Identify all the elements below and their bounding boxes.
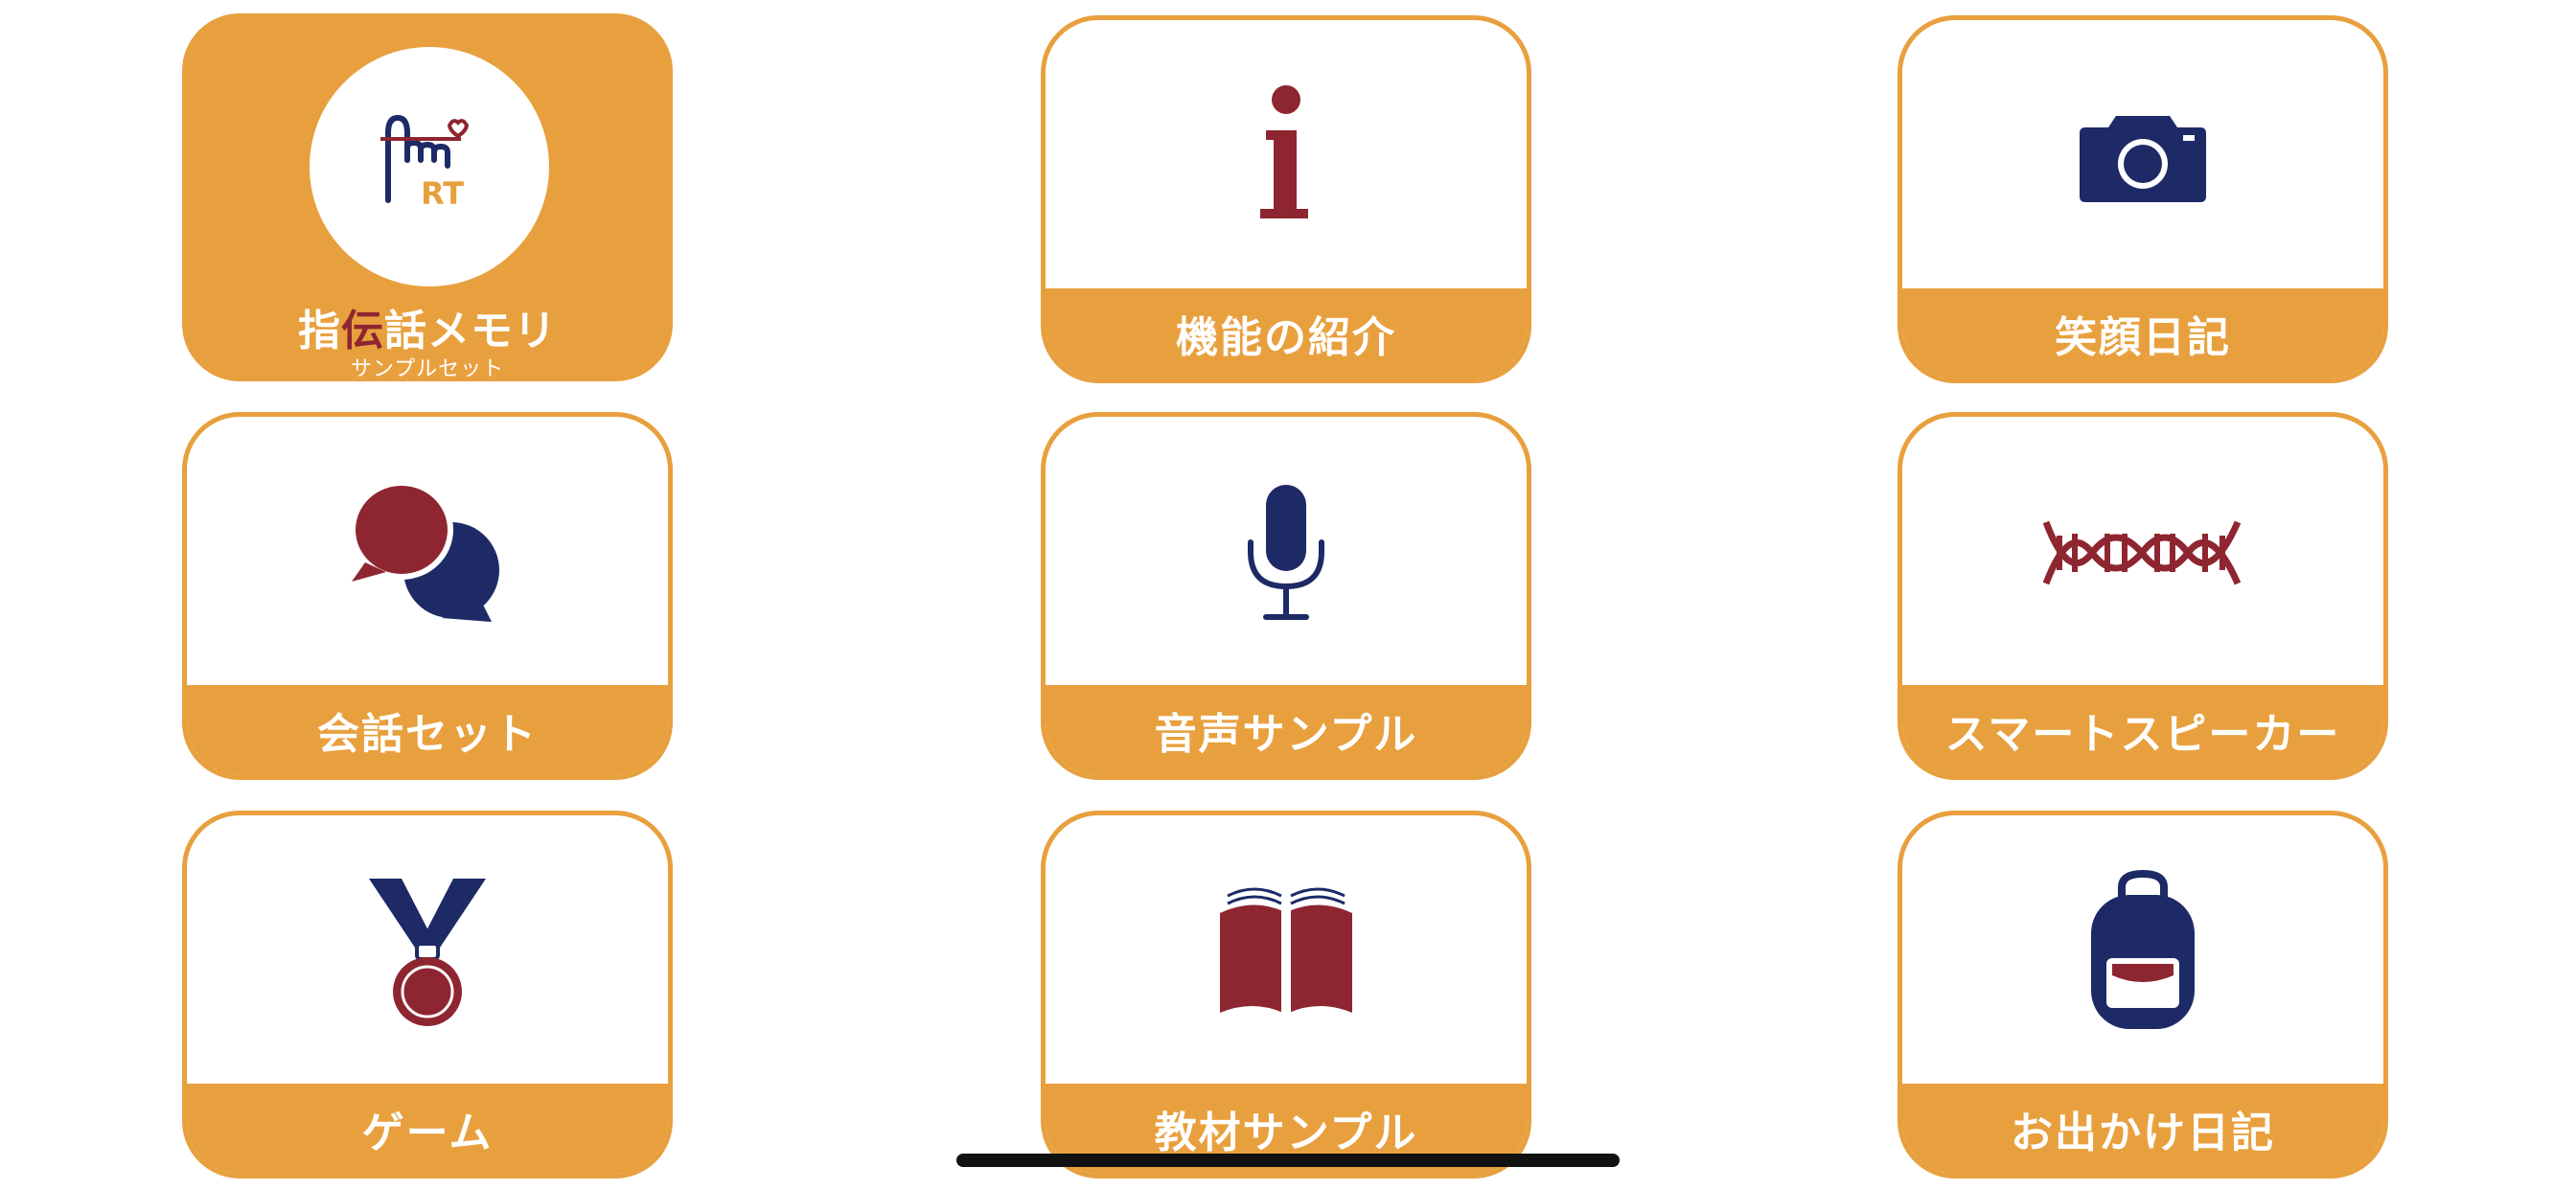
backpack-icon — [2091, 870, 2195, 1029]
app-logo: RT — [310, 47, 549, 286]
tile-label: 会話セット — [187, 685, 668, 775]
tile-label: 笑顔日記 — [1902, 288, 2383, 378]
tile-feature-intro[interactable]: 機能の紹介 — [1041, 15, 1531, 383]
logo-text: RT — [421, 175, 464, 212]
tile-title: 指伝話メモリ — [298, 307, 557, 355]
tile-label: スマートスピーカー — [1902, 685, 2383, 775]
tile-label: お出かけ日記 — [1902, 1084, 2383, 1174]
home-indicator[interactable] — [956, 1154, 1620, 1167]
tile-fingerspell-memory[interactable]: RT 指伝話メモリ サンプルセット — [182, 13, 673, 381]
tile-label: ゲーム — [187, 1084, 668, 1174]
tile-material-sample[interactable]: 教材サンプル — [1041, 811, 1531, 1179]
tile-smile-diary[interactable]: 笑顔日記 — [1898, 15, 2388, 383]
tile-outing-diary[interactable]: お出かけ日記 — [1898, 811, 2388, 1179]
camera-icon — [2080, 116, 2206, 202]
tile-smart-speaker[interactable]: スマートスピーカー — [1898, 412, 2388, 780]
medal-icon — [369, 879, 486, 1026]
tile-label: 機能の紹介 — [1046, 288, 1527, 378]
info-icon — [1260, 85, 1308, 218]
dna-helix-icon — [2042, 520, 2242, 585]
tile-label: 音声サンプル — [1046, 685, 1527, 775]
speech-bubbles-icon — [350, 480, 499, 622]
finger-heart-logo-icon: RT — [380, 114, 470, 212]
open-book-icon — [1220, 887, 1352, 1015]
tile-conversation-set[interactable]: 会話セット — [182, 412, 673, 780]
microphone-icon — [1248, 485, 1324, 620]
tile-subtitle: サンプルセット — [350, 357, 505, 381]
tile-voice-sample[interactable]: 音声サンプル — [1041, 412, 1531, 780]
tile-game[interactable]: ゲーム — [182, 811, 673, 1179]
